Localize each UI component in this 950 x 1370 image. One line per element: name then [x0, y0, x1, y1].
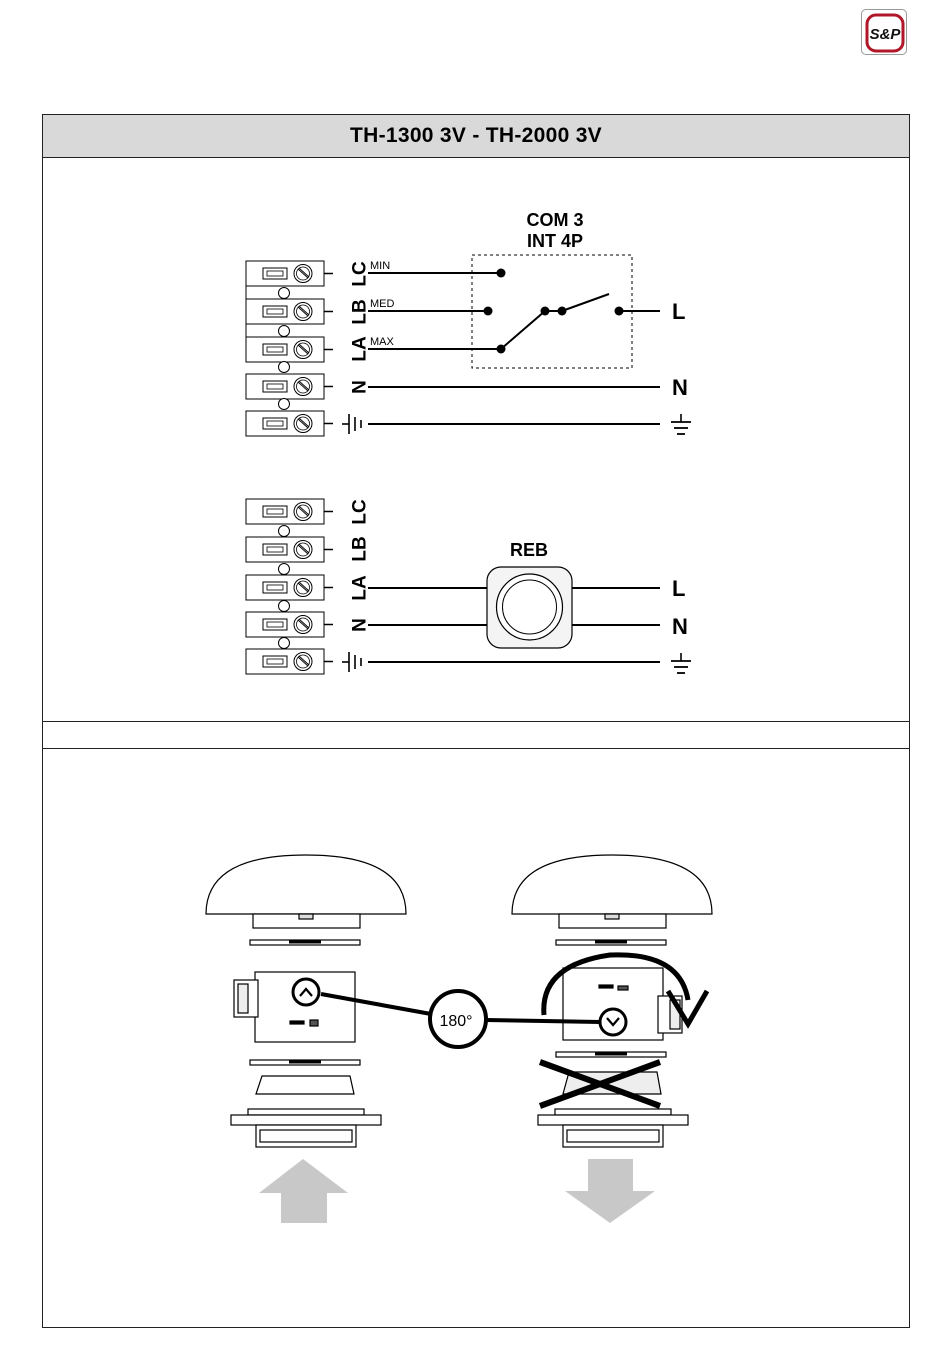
terminal-label-lc: LC: [350, 499, 371, 525]
supply-label-n: N: [672, 614, 688, 639]
reb-controller-label: REB: [510, 540, 548, 560]
terminal-label-n: N: [350, 380, 371, 394]
terminal-label-n: N: [350, 618, 371, 632]
reb-wiring-diagram: LC LB LA N REB L N: [246, 499, 691, 674]
earth-icon: [671, 653, 691, 673]
terminal-strip-1: [246, 261, 333, 436]
supply-label-l: L: [672, 576, 685, 601]
terminal-label-lb: LB: [350, 536, 371, 561]
com3-controller-label: COM 3: [526, 210, 583, 230]
com3-wiring-diagram: LC LB LA N MIN MED MAX COM 3 INT 4P L: [246, 210, 691, 436]
terminal-earth-icon: [342, 652, 361, 672]
down-arrow-icon: [565, 1159, 655, 1223]
earth-icon: [671, 414, 691, 434]
left-assembly: [206, 855, 406, 1147]
terminal-label-lc: LC: [350, 261, 371, 287]
terminal-earth-icon: [342, 414, 361, 434]
terminal-label-la: LA: [350, 575, 371, 601]
terminal-label-lb: LB: [350, 299, 371, 324]
terminal-label-la: LA: [350, 336, 371, 362]
supply-label-n: N: [672, 375, 688, 400]
supply-label-l: L: [672, 299, 685, 324]
up-arrow-icon: [259, 1159, 348, 1223]
mounting-illustration: 180°: [206, 855, 712, 1223]
wire-label-min: MIN: [370, 260, 390, 272]
terminal-strip-2: [246, 499, 333, 674]
reb-knob-icon: [487, 567, 572, 648]
rotation-label: 180°: [439, 1013, 472, 1030]
com3-controller-sublabel: INT 4P: [527, 231, 583, 251]
wire-label-med: MED: [370, 298, 395, 310]
wire-label-max: MAX: [370, 336, 395, 348]
